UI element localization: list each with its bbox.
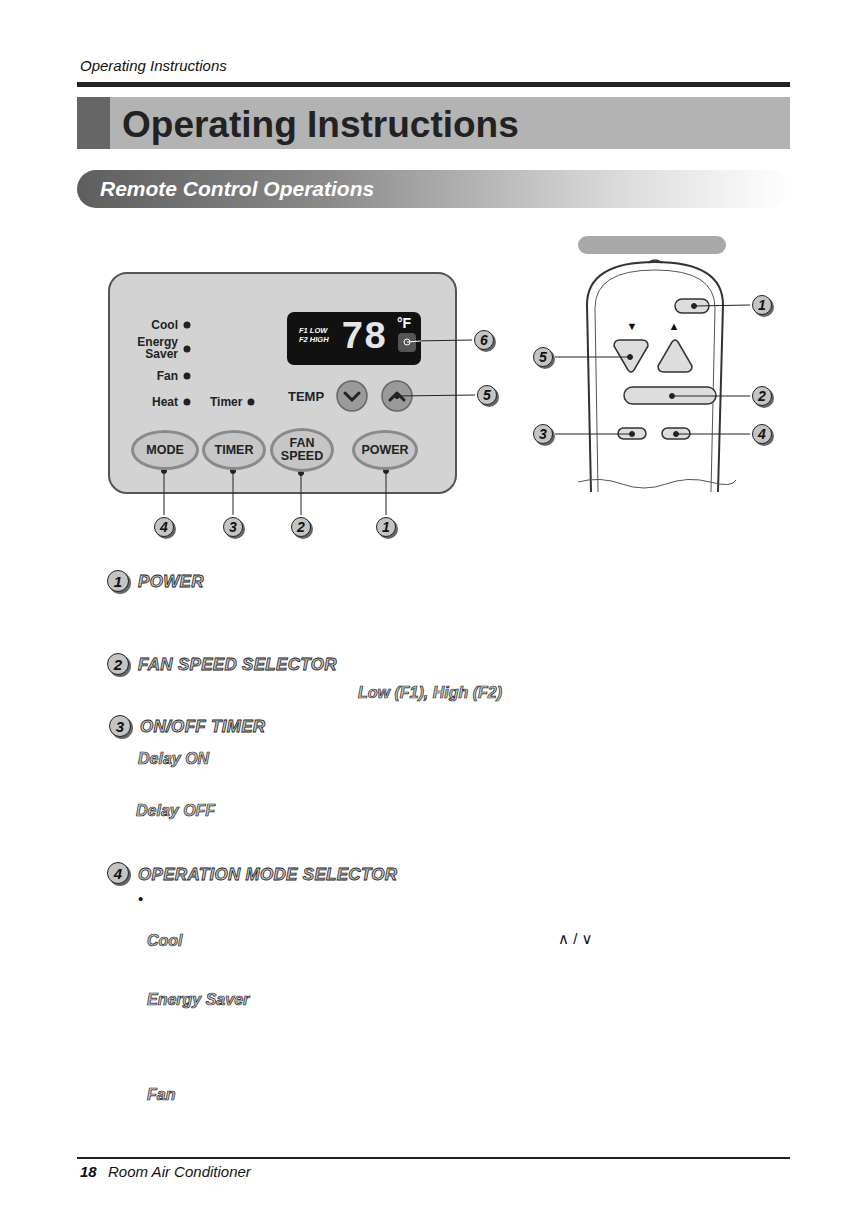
header-rule	[77, 82, 790, 87]
display-outline	[287, 312, 421, 365]
title-band-block	[77, 97, 110, 149]
button-label: POWER	[361, 444, 408, 457]
item-heading: ON/OFF TIMER	[140, 717, 265, 737]
callout-number: 6	[474, 330, 494, 350]
page-title: Operating Instructions	[122, 104, 519, 146]
callout-number: 5	[533, 347, 553, 367]
item-heading: FAN SPEED SELECTOR	[138, 655, 337, 675]
indicator-label: Fan	[157, 369, 178, 383]
down-chevron	[345, 393, 359, 400]
item-heading: POWER	[138, 572, 204, 592]
indicator-lamp	[184, 399, 191, 406]
callout-number: 5	[477, 385, 497, 405]
sub-heading: Energy Saver	[147, 991, 249, 1009]
remote-leaders	[555, 304, 750, 437]
callout-number: 1	[376, 517, 396, 537]
timer-button: TIMER	[202, 430, 266, 470]
arrow-symbol: ▲	[669, 320, 680, 332]
sensor-button	[398, 333, 416, 352]
title-band	[77, 97, 790, 149]
callout-number: 3	[223, 517, 243, 537]
leader-dot	[395, 394, 400, 399]
speed-options: Low (F1), High (F2)	[358, 684, 502, 702]
arrow-symbol: ▼	[627, 320, 638, 332]
sub-heading: Delay ON	[138, 750, 209, 768]
sub-heading: Delay OFF	[136, 802, 215, 820]
callout-number: 4	[154, 517, 174, 537]
indicator-label: Energy Saver	[130, 336, 178, 360]
remote-control	[578, 260, 736, 492]
temp-label: TEMP	[288, 389, 324, 404]
item-heading: OPERATION MODE SELECTOR	[138, 865, 397, 885]
leader-dot	[404, 339, 410, 345]
indicator-label: Cool	[151, 318, 178, 332]
leader-line	[233, 471, 234, 515]
mode-button: MODE	[131, 430, 199, 470]
unit-label: °F	[397, 315, 411, 331]
section-band: Remote Control Operations	[77, 170, 790, 208]
running-header: Operating Instructions	[80, 57, 227, 74]
button-label: MODE	[146, 444, 184, 457]
sub-heading: Fan	[147, 1086, 175, 1104]
leader-line	[397, 395, 475, 396]
leader-line	[386, 471, 387, 515]
fan-speed-button: FAN SPEED	[270, 428, 334, 472]
item-number: 4	[107, 862, 129, 884]
footer-rule	[77, 1157, 790, 1159]
temperature-readout: 78	[341, 316, 387, 360]
callout-number: 1	[752, 295, 772, 315]
remote-label-bar	[578, 236, 726, 254]
section-heading: Remote Control Operations	[100, 177, 374, 201]
callout-number: 2	[291, 517, 311, 537]
fan-speed-legend: F1 LOW F2 HIGH	[299, 326, 331, 344]
sub-heading: Cool	[147, 932, 183, 950]
panel-leaders	[162, 340, 476, 515]
control-panel: CoolEnergy SaverFanHeat Timer TEMP F1 LOW F…	[108, 272, 457, 494]
indicator-lamp	[248, 399, 255, 406]
item-number: 3	[109, 715, 131, 737]
leader-line	[164, 471, 165, 515]
indicator-label: Heat	[152, 395, 178, 409]
indicator-lamp	[184, 373, 191, 380]
power-button: POWER	[352, 430, 418, 470]
button-label: FAN SPEED	[279, 437, 325, 463]
indicator-lamp	[184, 346, 191, 353]
callout-number: 4	[752, 424, 772, 444]
display-window: F1 LOW F2 HIGH 78 °F	[287, 312, 421, 365]
item-number: 2	[107, 653, 129, 675]
temp-down-button	[337, 381, 367, 411]
panel-outline	[109, 273, 456, 493]
leader-line	[407, 341, 421, 342]
indicator-lamp	[184, 322, 191, 329]
footer-text: Room Air Conditioner	[108, 1163, 251, 1180]
bullet: •	[138, 890, 143, 907]
up-chevron	[390, 393, 404, 400]
arrow-symbols: ∧ / ∨	[558, 930, 592, 948]
leader-line	[413, 340, 472, 341]
callout-number: 3	[533, 424, 553, 444]
indicator-label: Timer	[210, 395, 242, 409]
leader-line	[301, 473, 302, 515]
button-label: TIMER	[215, 444, 254, 457]
page-number: 18	[80, 1163, 97, 1180]
item-number: 1	[107, 570, 129, 592]
callout-number: 2	[752, 386, 772, 406]
